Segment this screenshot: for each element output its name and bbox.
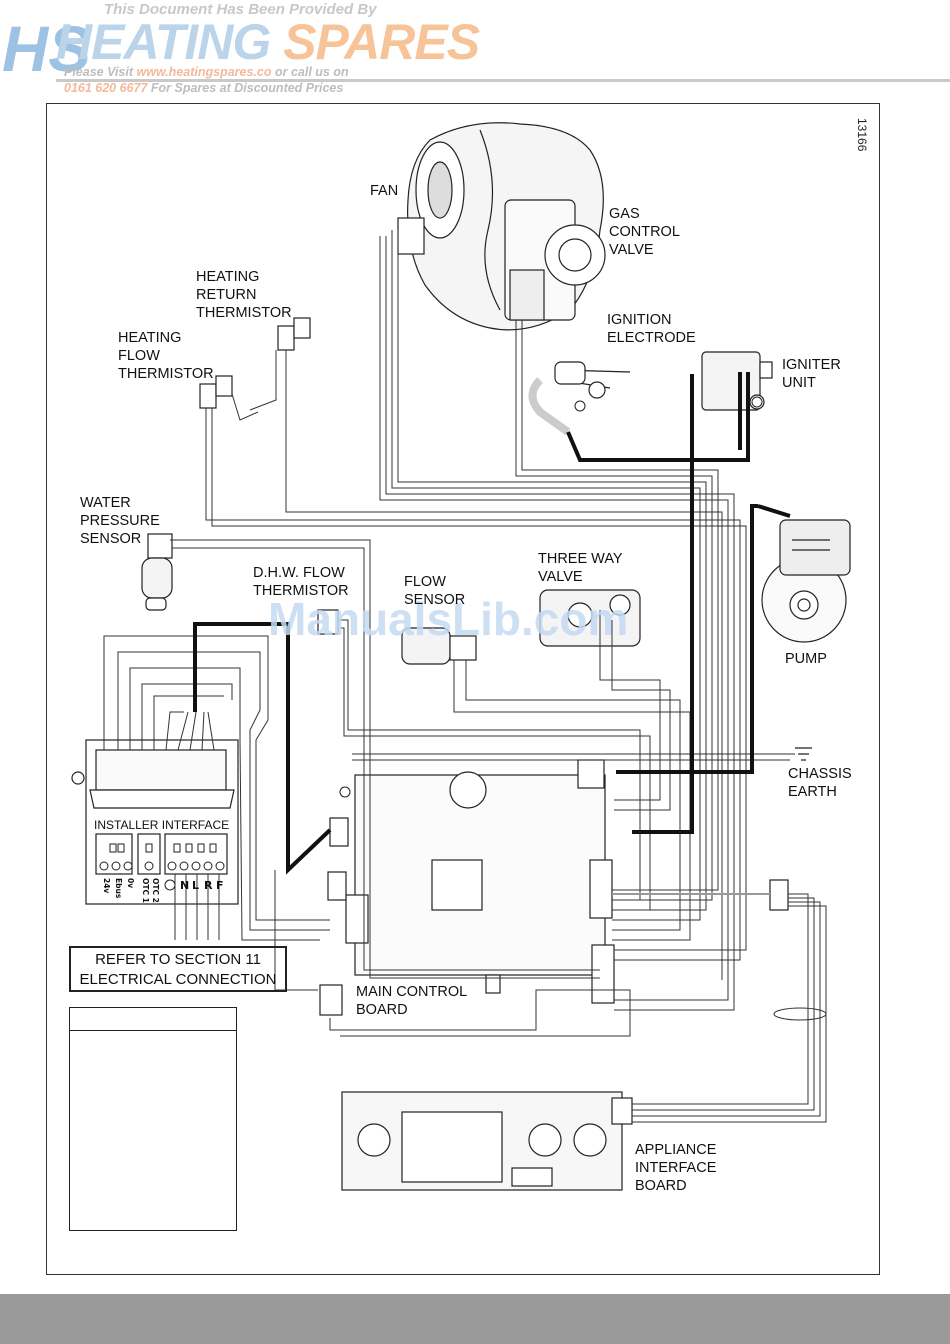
page-footer-bar	[0, 1294, 950, 1344]
manualslib-watermark: ManualsLib.com	[268, 593, 629, 645]
visit-suffix: or call us on	[271, 65, 349, 79]
phone-notice: 0161 620 6677 For Spares at Discounted P…	[64, 81, 343, 95]
visit-notice: Please Visit www.heatingspares.co or cal…	[64, 65, 349, 79]
terminal-r: R	[204, 879, 213, 892]
appliance-cable-connector	[769, 879, 789, 911]
thick-wiring	[193, 372, 791, 875]
terminal-l: L	[192, 879, 199, 892]
main-control-board-component	[319, 759, 615, 1016]
ignition-electrode-label: IGNITION ELECTRODE	[607, 312, 696, 346]
fan-label: FAN	[370, 183, 399, 199]
logo-word-spares: SPARES	[283, 14, 480, 70]
notes-box-divider	[70, 1030, 236, 1031]
website-link[interactable]: www.heatingspares.co	[136, 65, 272, 79]
provider-notice: This Document Has Been Provided By	[104, 1, 377, 18]
igniter-unit-label: IGNITER UNIT	[782, 357, 841, 391]
appliance-interface-board-component	[341, 1091, 633, 1191]
refer-section-box: REFER TO SECTION 11 ELECTRICAL CONNECTIO…	[69, 946, 287, 992]
wiring-harness	[103, 230, 827, 1123]
terminal-screws	[99, 861, 225, 871]
terminal-otc1: OTC 1	[141, 878, 150, 903]
flow-sensor-component	[401, 627, 477, 665]
diagram-frame	[46, 103, 880, 1275]
dhw-flow-thermistor-label: D.H.W. FLOW THERMISTOR	[253, 565, 349, 599]
visit-prefix: Please Visit	[64, 65, 137, 79]
terminal-24v: 24v	[102, 878, 111, 893]
heating-spares-logo: HEATING SPARES	[56, 12, 480, 72]
installer-interface-label: INSTALLER INTERFACE	[94, 818, 230, 832]
terminal-otc2: OTC 2	[151, 878, 160, 903]
water-pressure-sensor-label: WATER PRESSURE SENSOR	[80, 495, 160, 547]
provider-header: HS This Document Has Been Provided By HE…	[0, 0, 950, 100]
flow-sensor-label: FLOW SENSOR	[404, 574, 466, 608]
chassis-earth-symbol	[795, 747, 812, 761]
terminal-labels: 24v Ebus 0v OTC 1 OTC 2	[102, 878, 160, 903]
chassis-earth-label: CHASSIS EARTH	[788, 766, 852, 800]
phone-number: 0161 620 6677	[64, 81, 148, 95]
terminal-f: F	[216, 879, 224, 892]
header-rule	[56, 79, 950, 82]
earth-icons	[164, 396, 763, 891]
dhw-thermistor-connector	[317, 609, 339, 635]
logo-word-heating: HEATING	[56, 14, 271, 70]
pump-component	[761, 519, 851, 643]
heating-return-thermistor-connector	[277, 325, 295, 351]
pump-label: PUMP	[785, 651, 827, 667]
hs-monogram-logo: HS	[2, 13, 91, 85]
water-pressure-sensor-component	[141, 533, 173, 611]
gas-control-valve-label: GAS CONTROL VALVE	[609, 206, 680, 258]
blank-notes-box	[69, 1007, 237, 1231]
terminal-n: N	[180, 879, 189, 892]
heating-return-thermistor-label: HEATING RETURN THERMISTOR	[196, 269, 292, 321]
diagram-reference-number: 13166	[855, 118, 869, 152]
heating-flow-thermistor-label: HEATING FLOW THERMISTOR	[118, 330, 214, 382]
terminal-0v: 0v	[126, 878, 135, 888]
three-way-valve-label: THREE WAY VALVE	[538, 551, 623, 585]
three-way-valve-component	[539, 589, 641, 647]
refer-section-text: REFER TO SECTION 11 ELECTRICAL CONNECTIO…	[79, 951, 277, 988]
phone-suffix: For Spares at Discounted Prices	[147, 81, 344, 95]
heating-flow-thermistor-connector	[199, 383, 217, 409]
main-control-board-label: MAIN CONTROL BOARD	[356, 984, 468, 1018]
terminal-ebus: Ebus	[114, 878, 123, 899]
gas-control-valve-component	[504, 199, 606, 321]
appliance-interface-board-label: APPLIANCE INTERFACE BOARD	[635, 1142, 717, 1194]
ignition-electrode-component	[528, 361, 631, 436]
